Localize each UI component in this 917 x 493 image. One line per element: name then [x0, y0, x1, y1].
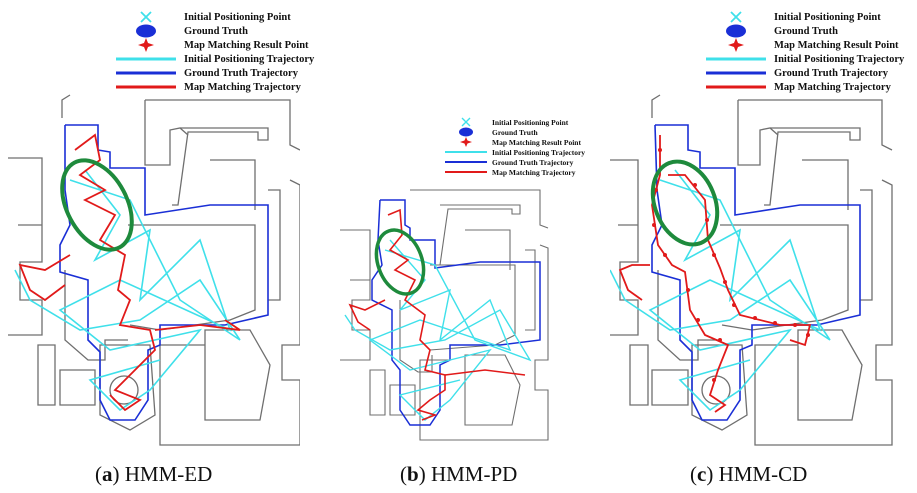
legend-entry-ground-truth: Ground Truth: [698, 24, 904, 38]
floor-plan-map-c: [610, 94, 893, 446]
legend-entry-ground-truth-trajectory: Ground Truth Trajectory: [440, 157, 585, 167]
panel-a: Initial Positioning Point Ground Truth M…: [0, 0, 314, 493]
initial-positioning-trajectory: [344, 239, 532, 421]
legend-entry-initial-trajectory: Initial Positioning Trajectory: [698, 52, 904, 66]
legend-entry-initial-point: Initial Positioning Point: [698, 10, 904, 24]
legend-panel-b: Initial Positioning Point Ground Truth M…: [440, 117, 585, 177]
blue-line-icon: [440, 157, 492, 167]
red-line-icon: [440, 167, 492, 177]
panel-c: Initial Positioning Point Ground Truth M…: [610, 0, 917, 493]
cross-icon: [440, 117, 492, 127]
map-matching-trajectory: [18, 133, 241, 412]
legend-entry-map-matching-point: Map Matching Result Point: [440, 137, 585, 147]
map-matching-trajectory: [618, 135, 812, 413]
ellipse-icon: [108, 24, 184, 38]
highlight-ellipse: [374, 228, 426, 296]
red-line-icon: [108, 80, 184, 94]
caption-panel-b: (b) HMM-PD: [400, 462, 518, 486]
legend-entry-map-matching-trajectory: Map Matching Trajectory: [108, 80, 314, 94]
legend-entry-ground-truth-trajectory: Ground Truth Trajectory: [108, 66, 314, 80]
initial-positioning-trajectory: [610, 169, 831, 412]
star-icon: [108, 38, 184, 52]
legend-entry-map-matching-point: Map Matching Result Point: [108, 38, 314, 52]
map-matching-result-points: [652, 148, 810, 382]
ground-truth-trajectory: [651, 124, 861, 421]
cross-icon: [698, 10, 774, 24]
legend-entry-ground-truth: Ground Truth: [440, 127, 585, 137]
legend-panel-a: Initial Positioning Point Ground Truth M…: [108, 10, 314, 94]
ground-truth-trajectory: [59, 124, 269, 421]
legend-panel-c: Initial Positioning Point Ground Truth M…: [698, 10, 904, 94]
panel-b: Initial Positioning Point Ground Truth M…: [300, 0, 610, 493]
blue-line-icon: [108, 66, 184, 80]
building-walls: [610, 94, 893, 446]
legend-entry-ground-truth: Ground Truth: [108, 24, 314, 38]
ellipse-icon: [440, 127, 492, 137]
building-walls: [340, 189, 549, 441]
legend-entry-map-matching-point: Map Matching Result Point: [698, 38, 904, 52]
legend-entry-initial-trajectory: Initial Positioning Trajectory: [108, 52, 314, 66]
floor-plan-map-b: [340, 189, 549, 441]
floor-plan-map-a: [8, 94, 300, 446]
building-walls: [8, 94, 300, 446]
ellipse-icon: [698, 24, 774, 38]
caption-panel-a: (a) HMM-ED: [95, 462, 213, 486]
star-icon: [698, 38, 774, 52]
red-line-icon: [698, 80, 774, 94]
legend-entry-initial-trajectory: Initial Positioning Trajectory: [440, 147, 585, 157]
legend-entry-ground-truth-trajectory: Ground Truth Trajectory: [698, 66, 904, 80]
cyan-line-icon: [108, 52, 184, 66]
legend-entry-initial-point: Initial Positioning Point: [440, 117, 585, 127]
legend-entry-map-matching-trajectory: Map Matching Trajectory: [698, 80, 904, 94]
star-icon: [440, 137, 492, 147]
cyan-line-icon: [440, 147, 492, 157]
cross-icon: [108, 10, 184, 24]
highlight-ellipse: [650, 159, 720, 247]
legend-entry-initial-point: Initial Positioning Point: [108, 10, 314, 24]
highlight-ellipse: [60, 158, 134, 252]
legend-entry-map-matching-trajectory: Map Matching Trajectory: [440, 167, 585, 177]
blue-line-icon: [698, 66, 774, 80]
map-matching-trajectory: [348, 208, 526, 421]
caption-panel-c: (c) HMM-CD: [690, 462, 808, 486]
cyan-line-icon: [698, 52, 774, 66]
